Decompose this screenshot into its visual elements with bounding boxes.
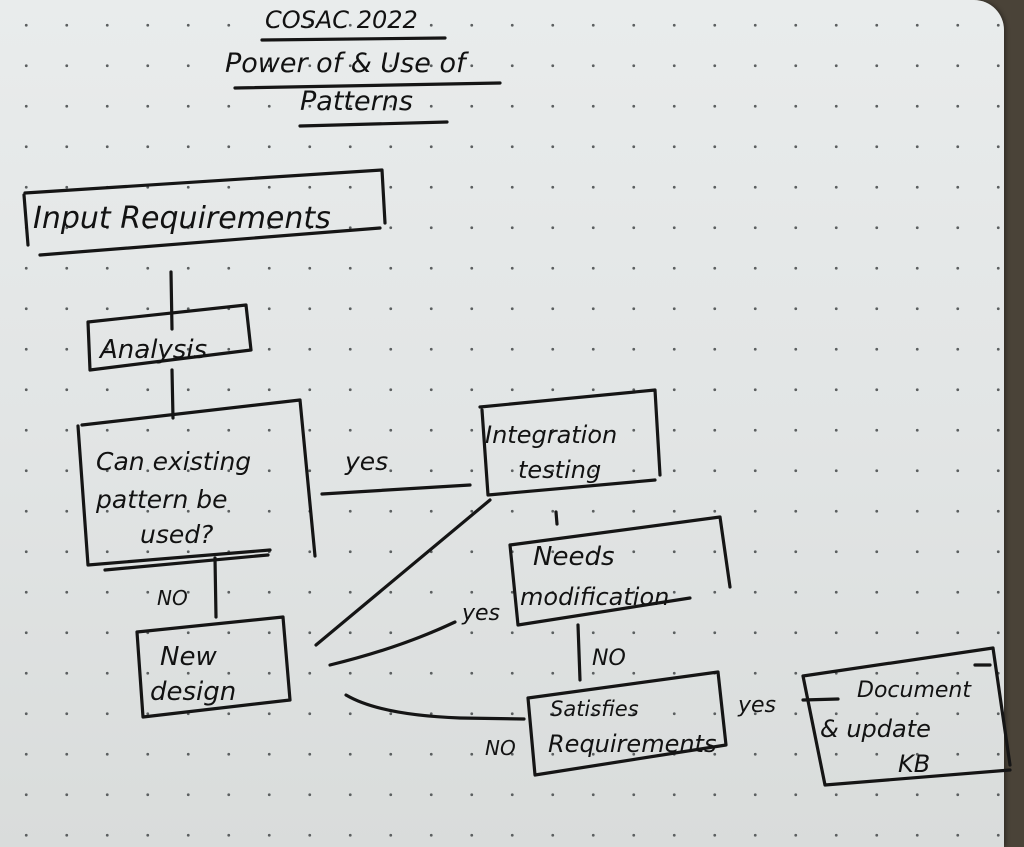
satisfies-line1: Satisfies xyxy=(550,697,639,721)
edge-new-design-to-integration xyxy=(314,498,492,647)
edge-decision-to-integration xyxy=(320,483,472,496)
analysis-label: Analysis xyxy=(98,335,207,365)
title-line1: Power of & Use of xyxy=(225,48,469,79)
title-event: COSAC 2022 xyxy=(265,6,418,34)
satisfies-box xyxy=(526,670,728,777)
edge-integration-to-needs-mod xyxy=(554,510,559,526)
analysis-box xyxy=(86,303,253,372)
edge-label-no-new-design: NO xyxy=(157,586,188,610)
input-requirements-box xyxy=(22,168,387,257)
edge-label-yes-document: yes xyxy=(737,693,776,718)
integration-line1: Integration xyxy=(485,421,617,449)
decision-line3: used? xyxy=(140,520,213,549)
new-design-box xyxy=(135,615,292,719)
document-box xyxy=(801,646,1012,787)
needs-mod-box xyxy=(508,515,732,627)
integration-box xyxy=(478,388,662,497)
node-satisfies-requirements: Satisfies Requirements xyxy=(526,670,728,777)
node-document-update-kb: Document & update KB xyxy=(801,646,1012,787)
edge-decision-to-new-design xyxy=(213,556,218,619)
satisfies-line2: Requirements xyxy=(548,730,716,758)
title-line1-underline xyxy=(233,81,502,90)
title-block: COSAC 2022 Power of & Use of Patterns xyxy=(225,6,502,128)
integration-line2: testing xyxy=(518,456,601,484)
needs-mod-line2: modification xyxy=(520,583,669,611)
document-line1: Document xyxy=(857,678,972,703)
node-integration-testing: Integration testing xyxy=(478,388,662,497)
edge-analysis-to-decision xyxy=(170,368,175,420)
document-line2: & update xyxy=(820,715,931,743)
edge-label-no-satisfies: NO xyxy=(592,646,626,671)
input-requirements-label: Input Requirements xyxy=(33,201,331,236)
node-input-requirements: Input Requirements xyxy=(22,168,387,257)
decision-line2: pattern be xyxy=(95,485,228,514)
decision-line1: Can existing xyxy=(96,447,251,476)
title-line2-underline xyxy=(298,120,449,128)
decision-box xyxy=(76,398,317,567)
needs-mod-line1: Needs xyxy=(533,542,615,572)
new-design-line1: New xyxy=(160,642,217,672)
title-line2: Patterns xyxy=(300,86,413,117)
new-design-line2: design xyxy=(150,677,236,707)
edge-label-yes-integration: yes xyxy=(344,447,388,476)
document-line3: KB xyxy=(898,750,930,778)
title-underline xyxy=(260,36,447,42)
node-new-design: New design xyxy=(135,615,292,719)
edge-input-to-analysis xyxy=(169,270,174,331)
edge-needs-mod-to-satisfies xyxy=(576,623,582,682)
node-needs-modification: Needs modification xyxy=(508,515,732,627)
edge-label-yes-needs-mod: yes xyxy=(461,601,500,626)
edge-satisfies-to-new-design xyxy=(344,693,526,721)
node-analysis: Analysis xyxy=(86,303,253,372)
decision-box-underline xyxy=(103,553,270,572)
edge-new-design-to-needs-mod xyxy=(328,620,457,667)
edge-label-no-new-design-loop: NO xyxy=(485,736,516,760)
node-decision-existing-pattern: Can existing pattern be used? xyxy=(76,398,317,572)
